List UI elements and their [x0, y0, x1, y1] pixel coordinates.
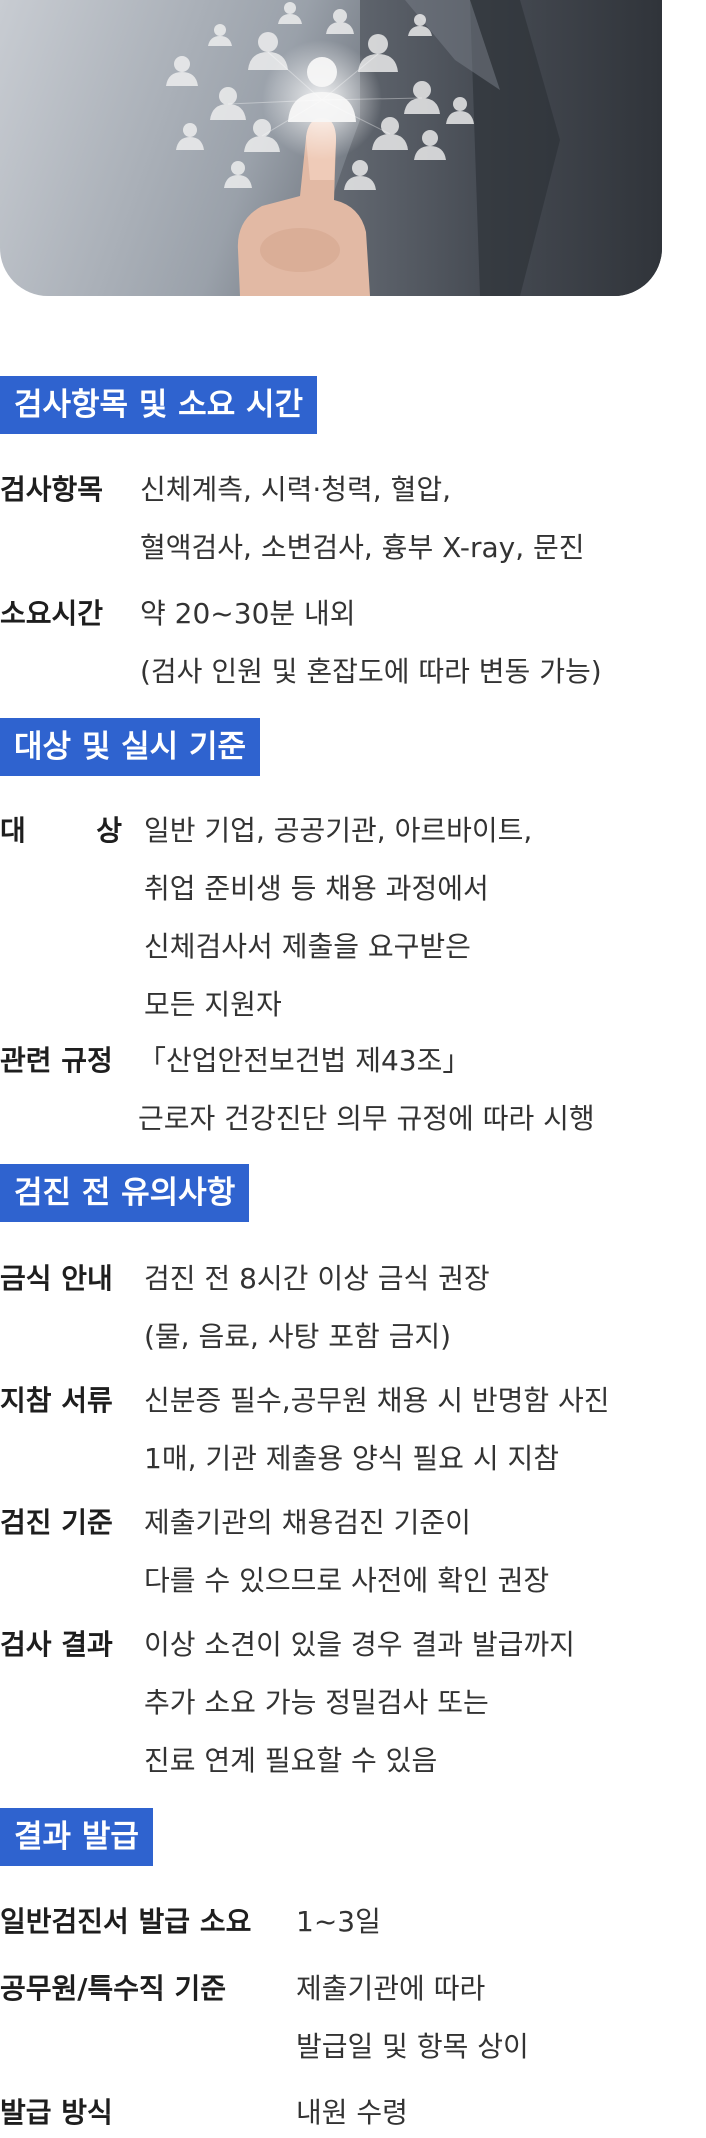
- section-title: 검진 전 유의사항: [0, 1164, 250, 1222]
- row-label: 관련 규정: [0, 1044, 113, 1077]
- row-value: 내원 수령: [296, 2096, 408, 2129]
- row-label: 지참 서류: [0, 1384, 113, 1417]
- hero-image: [0, 0, 662, 296]
- row-value: 1~3일: [296, 1905, 381, 1938]
- section-target-criteria: 대상 및 실시 기준: [0, 718, 706, 776]
- row-label: 금식 안내: [0, 1262, 113, 1295]
- section-exam-items: 검사항목 및 소요 시간: [0, 376, 706, 434]
- row-value: 이상 소견이 있을 경우 결과 발급까지 추가 소요 가능 정밀검사 또는 진료…: [144, 1628, 575, 1777]
- row-label: 발급 방식: [0, 2096, 113, 2129]
- row-label: 일반검진서 발급 소요: [0, 1905, 252, 1938]
- row-label: 검사항목: [0, 473, 104, 506]
- section-precautions: 검진 전 유의사항: [0, 1164, 706, 1222]
- row-value: 신분증 필수,공무원 채용 시 반명함 사진 1매, 기관 제출용 양식 필요 …: [144, 1384, 610, 1475]
- row-value: 검진 전 8시간 이상 금식 권장 (물, 음료, 사탕 포함 금지): [144, 1262, 490, 1353]
- row-label: 소요시간: [0, 597, 104, 630]
- section-title: 검사항목 및 소요 시간: [0, 376, 318, 434]
- row-label: 검사 결과: [0, 1628, 113, 1661]
- row-value: 제출기관에 따라 발급일 및 항목 상이: [296, 1972, 529, 2063]
- section-title: 대상 및 실시 기준: [0, 718, 261, 776]
- row-value: 신체계측, 시력·청력, 혈압, 혈액검사, 소변검사, 흉부 X-ray, 문…: [140, 473, 585, 564]
- row-value: 일반 기업, 공공기관, 아르바이트, 취업 준비생 등 채용 과정에서 신체검…: [144, 814, 533, 1021]
- row-label: 공무원/특수직 기준: [0, 1972, 227, 2005]
- row-label: 검진 기준: [0, 1506, 113, 1539]
- row-value: 「산업안전보건법 제43조」 근로자 건강진단 의무 규정에 따라 시행: [138, 1044, 595, 1135]
- section-title: 결과 발급: [0, 1808, 153, 1866]
- row-label: 대 상: [0, 814, 122, 847]
- row-value: 제출기관의 채용검진 기준이 다를 수 있으므로 사전에 확인 권장: [144, 1506, 550, 1597]
- row-value: 약 20~30분 내외 (검사 인원 및 혼잡도에 따라 변동 가능): [140, 597, 602, 688]
- section-result-issuance: 결과 발급: [0, 1808, 706, 1866]
- touch-people-network-image: [166, 0, 662, 296]
